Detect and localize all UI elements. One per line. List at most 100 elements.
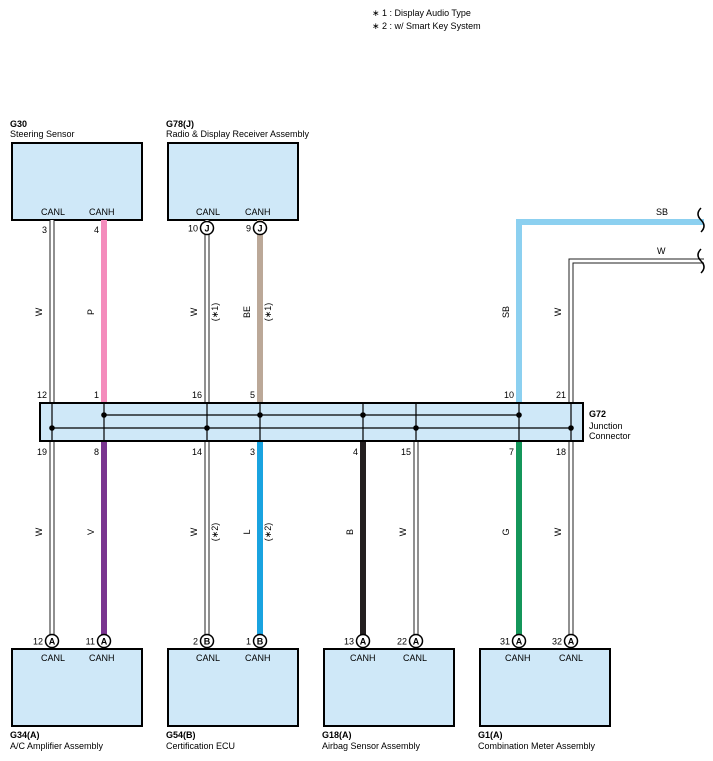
bottom-conn-circle-6	[511, 633, 527, 649]
bottom-conn-circle-1	[96, 633, 112, 649]
bottom-conn-letter-4: A	[360, 637, 367, 647]
bottom-wire-0-label: W	[34, 527, 44, 536]
g72-name-line2: Connector	[589, 431, 631, 441]
top-conn-letter-2: J	[204, 224, 209, 234]
top-wire-1-label: P	[86, 309, 96, 315]
radio-receiver-box	[167, 142, 299, 221]
g72-name-line1: Junction	[589, 421, 623, 431]
bottom-conn-letter-6: A	[516, 637, 523, 647]
jc-bottom-pin-2: 14	[192, 447, 202, 457]
bottom-wire-2-label: W	[189, 527, 199, 536]
bottom-pin-0: 12	[33, 637, 43, 647]
bottom-pin-5: 22	[397, 637, 407, 647]
g30-name: Steering Sensor	[10, 129, 75, 139]
top-conn-circle-2	[199, 220, 215, 236]
bottom-pin-6: 31	[500, 637, 510, 647]
g78-canl-label: CANL	[196, 207, 220, 217]
bottom-wire-3-label: L	[242, 529, 252, 534]
bottom-wire-6-label: G	[501, 528, 511, 535]
bottom-conn-letter-3: B	[257, 637, 264, 647]
canh-node-3	[516, 412, 522, 418]
bottom-conn-circle-5	[408, 633, 424, 649]
top-wire-4	[516, 219, 704, 403]
bottom-conn-letter-2: B	[204, 637, 211, 647]
g30-canh-label: CANH	[89, 207, 115, 217]
g78-name: Radio & Display Receiver Assembly	[166, 129, 310, 139]
jc-top-pin-2: 16	[192, 390, 202, 400]
top-pin-2: 10	[188, 224, 198, 234]
jc-top-pin-4: 10	[504, 390, 514, 400]
bottom-wire-1-label: V	[86, 529, 96, 535]
canh-node-1	[257, 412, 263, 418]
bottom-conn-letter-1: A	[101, 637, 108, 647]
bottom-conn-circle-7	[563, 633, 579, 649]
note-1: ∗ 1 : Display Audio Type	[372, 8, 471, 18]
bottom-conn-circle-4	[355, 633, 371, 649]
g54-canh-label: CANH	[245, 653, 271, 663]
jc-bottom-pin-6: 7	[509, 447, 514, 457]
combination-meter-box	[479, 648, 611, 727]
g18-canl-label: CANL	[403, 653, 427, 663]
g78-code: G78(J)	[166, 119, 194, 129]
steering-sensor-box	[11, 142, 143, 221]
g78-canh-label: CANH	[245, 207, 271, 217]
g54-name: Certification ECU	[166, 741, 235, 751]
top-wire-2-note: (∗1)	[210, 303, 220, 322]
top-pin-3: 9	[246, 224, 251, 234]
top-pin-0: 3	[42, 225, 47, 235]
bottom-pin-7: 32	[552, 637, 562, 647]
g1-canl-label: CANL	[559, 653, 583, 663]
top-pin-1: 4	[94, 225, 99, 235]
canl-node-0	[49, 425, 55, 431]
g54-canl-label: CANL	[196, 653, 220, 663]
jc-bottom-pin-4: 4	[353, 447, 358, 457]
g18-code: G18(A)	[322, 730, 352, 740]
note-2: ∗ 2 : w/ Smart Key System	[372, 21, 481, 31]
jc-bottom-pin-7: 18	[556, 447, 566, 457]
canl-node-1	[204, 425, 210, 431]
bottom-conn-circle-0	[44, 633, 60, 649]
g72-code: G72	[589, 409, 606, 419]
top-wire-0-label: W	[34, 307, 44, 316]
bottom-wire-4-label: B	[345, 529, 355, 535]
top-wire-3-label: BE	[242, 306, 252, 318]
bottom-pin-3: 1	[246, 637, 251, 647]
top-wire-4-label: SB	[501, 306, 511, 318]
bottom-pin-2: 2	[193, 637, 198, 647]
g54-code: G54(B)	[166, 730, 196, 740]
exit-wire-w-label: W	[657, 246, 666, 256]
g18-name: Airbag Sensor Assembly	[322, 741, 421, 751]
jc-top-pin-5: 21	[556, 390, 566, 400]
top-conn-letter-3: J	[257, 224, 262, 234]
top-conn-circle-3	[252, 220, 268, 236]
jc-top-pin-1: 1	[94, 390, 99, 400]
airbag-sensor-box	[323, 648, 455, 727]
g1-name: Combination Meter Assembly	[478, 741, 596, 751]
bottom-wire-5-label: W	[398, 527, 408, 536]
g1-code: G1(A)	[478, 730, 503, 740]
g34-canh-label: CANH	[89, 653, 115, 663]
g30-canl-label: CANL	[41, 207, 65, 217]
canh-node-2	[360, 412, 366, 418]
bottom-conn-letter-7: A	[568, 637, 575, 647]
bottom-pin-1: 11	[86, 637, 95, 647]
top-wire-3-note: (∗1)	[263, 303, 273, 322]
g18-canh-label: CANH	[350, 653, 376, 663]
bottom-conn-circle-2	[199, 633, 215, 649]
junction-bus-lines	[49, 403, 574, 441]
bottom-wire-2-note: (∗2)	[210, 523, 220, 542]
canl-node-2	[413, 425, 419, 431]
jc-top-pin-3: 5	[250, 390, 255, 400]
exit-wire-sb-label: SB	[656, 207, 668, 217]
ac-amplifier-box	[11, 648, 143, 727]
wire-break-mark-w	[697, 248, 705, 274]
junction-connector-box	[39, 402, 584, 442]
g30-code: G30	[10, 119, 27, 129]
canh-node-0	[101, 412, 107, 418]
bottom-wire-7-label: W	[553, 527, 563, 536]
jc-bottom-pin-3: 3	[250, 447, 255, 457]
jc-bottom-pin-0: 19	[37, 447, 47, 457]
top-wire-2-label: W	[189, 307, 199, 316]
